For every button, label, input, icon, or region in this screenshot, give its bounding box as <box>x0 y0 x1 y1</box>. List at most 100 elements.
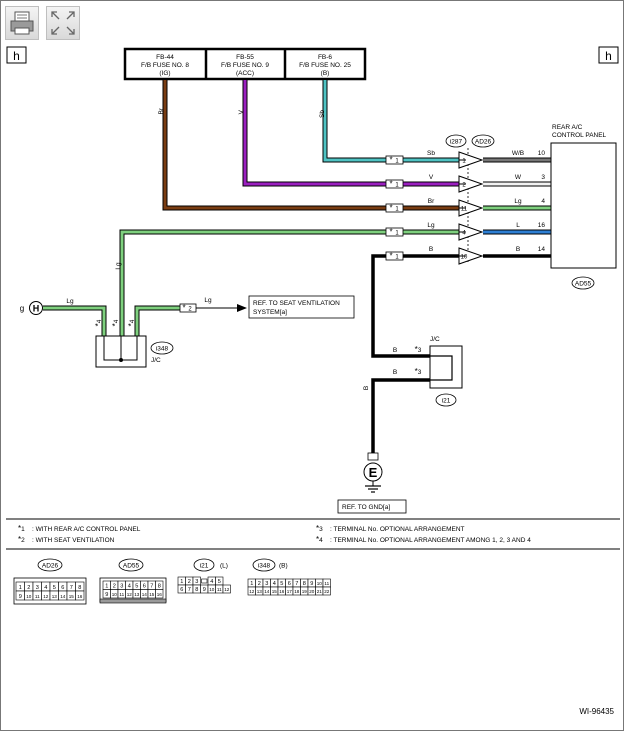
svg-text:2: 2 <box>258 581 261 587</box>
svg-text:*: * <box>389 228 392 237</box>
wire-color-in: Lg <box>427 222 435 229</box>
ref-seat-ventilation[interactable]: REF. TO SEAT VENTILATION SYSTEM[a] <box>248 295 355 319</box>
option-number: 1 <box>395 231 399 237</box>
wire-color-in: B <box>429 246 433 253</box>
connector-cavity: 5 <box>132 580 141 590</box>
svg-text:7: 7 <box>295 581 298 587</box>
svg-text:16: 16 <box>279 589 285 594</box>
connector-cavity: 14 <box>58 590 68 601</box>
svg-text:: WITH REAR A/C CONTROL PANEL: : WITH REAR A/C CONTROL PANEL <box>32 526 141 533</box>
svg-text:11: 11 <box>119 592 124 597</box>
connector-cavity: 22 <box>322 586 331 596</box>
connector-cavity: 4 <box>270 578 279 588</box>
svg-text:i348: i348 <box>156 346 169 353</box>
svg-text:12: 12 <box>249 589 255 594</box>
svg-text:*3: *3 <box>415 345 422 354</box>
connector-cavity: 12 <box>222 584 231 594</box>
connector-cavity: 2 <box>110 580 119 590</box>
pin-number: 10 <box>461 255 468 261</box>
svg-text:5: 5 <box>218 579 221 585</box>
connector-cavity: 17 <box>285 586 294 596</box>
ref-gnd[interactable]: REF. TO GND[a] <box>337 499 407 514</box>
svg-text:4: 4 <box>273 581 276 587</box>
fuse-fb6: FB-6 F/B FUSE NO. 25 (B) <box>299 54 351 77</box>
svg-text:11: 11 <box>324 581 329 586</box>
wire-lg-left <box>43 305 107 350</box>
pin-number: 1 <box>462 159 466 165</box>
connector-cavity: 6 <box>177 584 186 594</box>
svg-text:8: 8 <box>78 585 81 591</box>
connector-cavity: 9 <box>307 578 316 588</box>
svg-text:: TERMINAL No. OPTIONAL ARRANG: : TERMINAL No. OPTIONAL ARRANGEMENT AMON… <box>330 537 531 544</box>
svg-text:10: 10 <box>112 592 118 597</box>
svg-text:(L): (L) <box>220 563 228 570</box>
svg-text:B: B <box>363 386 370 390</box>
connector-cavity: 11 <box>322 578 331 588</box>
wire-color-out: W/B <box>512 150 524 157</box>
expand-icon <box>51 11 75 35</box>
svg-text:V: V <box>238 109 245 114</box>
connector-cavity: 7 <box>66 581 76 592</box>
svg-text:8: 8 <box>303 581 306 587</box>
svg-text:9: 9 <box>105 592 108 598</box>
svg-text:: WITH SEAT VENTILATION: : WITH SEAT VENTILATION <box>32 537 115 544</box>
svg-text:SYSTEM[a]: SYSTEM[a] <box>253 309 287 316</box>
svg-text:11: 11 <box>217 587 222 592</box>
h-connector-symbol: H <box>29 301 43 315</box>
nav-marker-left[interactable]: h <box>6 46 27 64</box>
wire-b-ground <box>371 378 430 455</box>
option-number: 1 <box>395 207 399 213</box>
svg-text:B: B <box>393 347 397 354</box>
svg-text:4: 4 <box>44 585 47 591</box>
svg-text:2: 2 <box>188 307 192 313</box>
connector-cavity: 2 <box>24 581 34 592</box>
connector-cavity: 2 <box>255 578 264 588</box>
wire-v <box>242 80 462 187</box>
expand-button[interactable] <box>46 6 80 40</box>
svg-text:h: h <box>605 49 612 63</box>
print-button[interactable] <box>5 6 39 40</box>
connector-cavity: 4 <box>207 576 216 586</box>
svg-text:7: 7 <box>70 585 73 591</box>
svg-text:15: 15 <box>149 592 155 597</box>
svg-text:(B): (B) <box>279 563 288 570</box>
connector-cavity: 18 <box>292 586 301 596</box>
svg-text:5: 5 <box>53 585 56 591</box>
junction-i21: J/C i21 B B *3 *3 <box>393 336 463 407</box>
connector-cavity: 15 <box>147 589 156 599</box>
svg-text:*: * <box>389 204 392 213</box>
svg-text:1: 1 <box>180 579 183 585</box>
option-tag: *1 <box>385 252 404 261</box>
nav-marker-right[interactable]: h <box>598 46 619 64</box>
connector-cavity: 11 <box>215 584 224 594</box>
svg-text:14: 14 <box>142 592 148 597</box>
svg-text:16: 16 <box>77 594 83 599</box>
wire-color-out: B <box>516 246 520 253</box>
svg-text:REAR A/C: REAR A/C <box>552 124 583 131</box>
note-3: *3 : TERMINAL No. OPTIONAL ARRANGEMENT <box>316 524 465 533</box>
svg-text:13: 13 <box>134 592 140 597</box>
connector-cavity: 3 <box>262 578 271 588</box>
panel-pin: 16 <box>538 222 546 229</box>
svg-text:(IG): (IG) <box>159 70 170 77</box>
connector-cavity: 4 <box>125 580 134 590</box>
svg-text:*: * <box>389 252 392 261</box>
svg-text:Lg: Lg <box>66 298 74 305</box>
svg-text:B: B <box>393 369 397 376</box>
connector-cavity: 10 <box>24 590 34 601</box>
connector-cavity: 21 <box>315 586 324 596</box>
svg-text:15: 15 <box>272 589 278 594</box>
svg-text:3: 3 <box>265 581 268 587</box>
svg-text:2: 2 <box>27 585 30 591</box>
svg-text:FB-55: FB-55 <box>236 54 254 61</box>
svg-text:21: 21 <box>317 589 323 594</box>
connector-cavity: 9 <box>15 590 25 601</box>
connector-cavity: 10 <box>315 578 324 588</box>
connector-cavity: 7 <box>147 580 156 590</box>
